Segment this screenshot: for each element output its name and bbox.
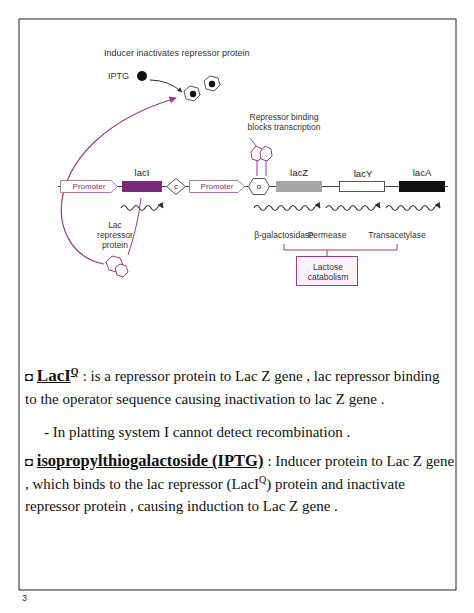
node-shape	[249, 179, 270, 195]
node-label: Promoter	[189, 180, 245, 193]
superscript: Q	[71, 366, 79, 377]
gene-label: lacI	[122, 168, 162, 178]
node-shape	[190, 181, 245, 193]
translation-line	[128, 198, 141, 255]
repressor-protein	[106, 256, 128, 277]
gene-label: lacA	[399, 168, 445, 178]
superscript: Q	[259, 474, 266, 485]
mrna-wave	[386, 206, 440, 211]
caption-text: Inducer inactivates repressor protein	[104, 48, 264, 58]
promoter-box: Promoter	[189, 180, 245, 193]
protein-label: Lac repressor protein	[92, 221, 138, 250]
body-text: : is a repressor protein to Lac Z gene ,…	[25, 368, 440, 407]
node-label: Lactose catabolism	[297, 257, 359, 287]
operator-hexagon: o	[248, 178, 270, 195]
gene-box: lacI	[122, 181, 162, 192]
bracket	[284, 244, 397, 256]
mrna-wave	[121, 206, 163, 211]
node-label: c	[166, 178, 186, 195]
node-shape	[167, 179, 186, 195]
inducer-arrow	[150, 80, 182, 92]
paragraph: ◘ LacIQ: is a repressor protein to Lac Z …	[25, 365, 455, 410]
page-border	[19, 19, 456, 590]
inactive-repressor	[184, 86, 200, 101]
gene-box: lacA	[399, 181, 445, 192]
node-label: Promoter	[60, 180, 118, 193]
bound-repressor	[251, 146, 272, 176]
mrna-wave	[254, 206, 320, 211]
gene-label: lacY	[340, 169, 386, 179]
repressor-arrow	[61, 98, 176, 264]
inactive-repressor	[204, 76, 220, 91]
bullet-symbol: ◘	[25, 454, 33, 469]
enzyme-label: Transacetylase	[362, 231, 432, 241]
node-shape	[61, 181, 118, 193]
node-label: o	[248, 178, 270, 195]
site-diamond: c	[166, 178, 186, 195]
gene-box: lacY	[339, 181, 385, 192]
enzyme-label: Permease	[303, 231, 351, 241]
promoter-box: Promoter	[60, 180, 118, 193]
mrna-wave	[326, 206, 380, 211]
paragraph: - In platting system I cannot detect rec…	[44, 421, 454, 443]
bullet-symbol: ◘	[25, 369, 33, 384]
gene-box: lacZ	[276, 181, 322, 192]
term-heading: LacI	[37, 366, 71, 385]
paragraph: ◘isopropylthiogalactoside (IPTG): Induce…	[25, 450, 455, 517]
outcome-box: Lactose catabolism	[296, 256, 358, 286]
note-text: Repressor binding blocks transcription	[238, 113, 330, 133]
body-text: - In platting system I cannot detect rec…	[44, 424, 350, 440]
term-heading: isopropylthiogalactoside (IPTG)	[37, 451, 264, 470]
gene-label: lacZ	[276, 168, 322, 178]
molecule-label: IPTG	[108, 71, 138, 81]
leader-line	[250, 138, 256, 146]
page-number: 3	[22, 593, 42, 603]
iptg-molecule	[137, 71, 147, 81]
